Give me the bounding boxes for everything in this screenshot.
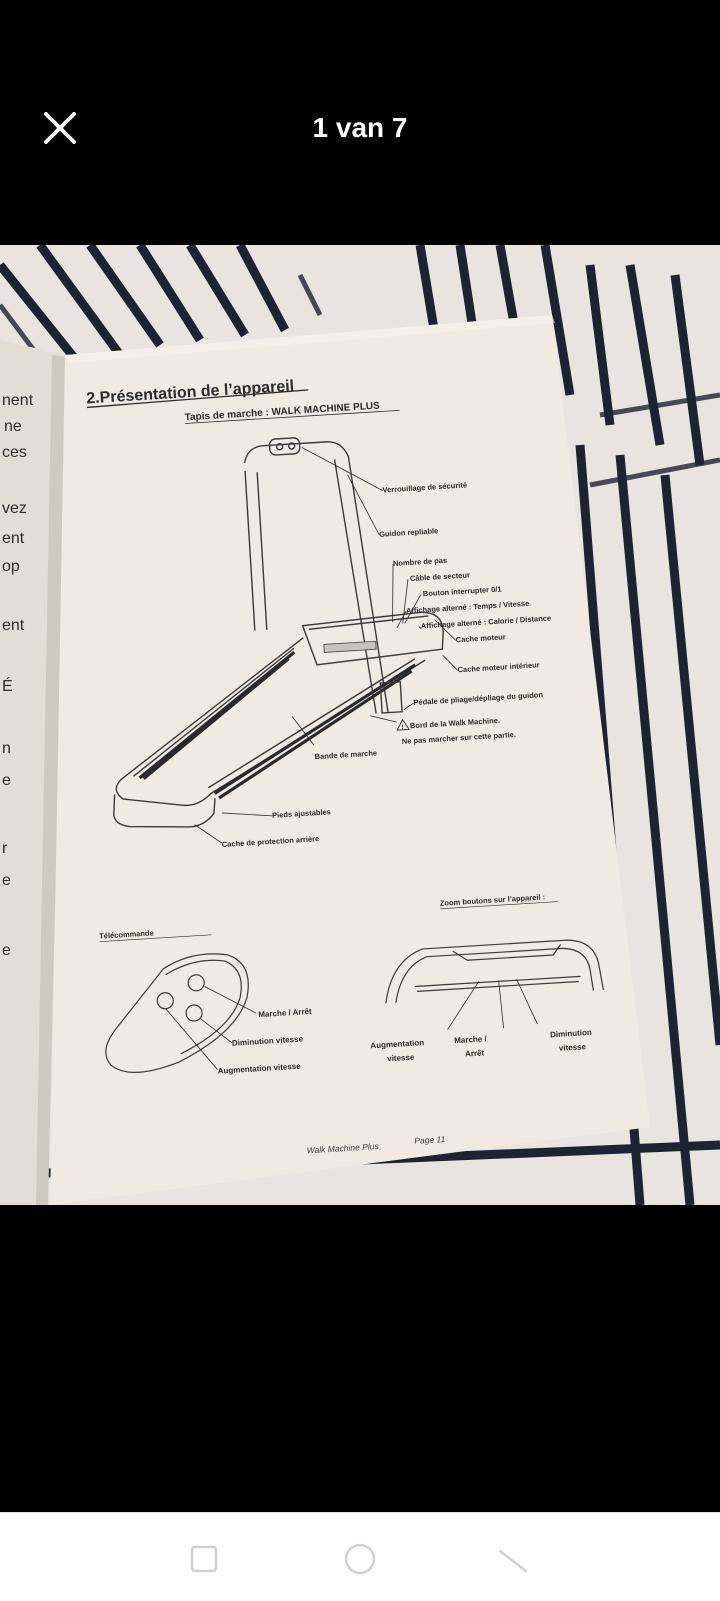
callout-foldable-handlebar: Guidon repliable [379, 526, 439, 539]
callout-motor-cover: Cache moteur [456, 632, 507, 644]
home-button[interactable] [342, 1541, 378, 1577]
photo-image[interactable]: nent ne ces vez ent op ent É n e r e e 2… [0, 245, 720, 1205]
recents-button[interactable] [186, 1541, 222, 1577]
left-page-fragment: r [2, 840, 8, 857]
left-page-fragment: vez [2, 500, 27, 517]
callout-adjustable-feet: Pieds ajustables [272, 807, 331, 820]
image-counter: 1 van 7 [312, 112, 408, 143]
zoom-speed-down-line2: vitesse [559, 1042, 587, 1053]
left-page-fragment: e [2, 772, 11, 789]
treadmill-illustration [113, 437, 444, 828]
remote-title: Télécommande [99, 928, 154, 940]
zoom-speed-down-line1: Diminution [550, 1028, 592, 1040]
warning-icon: ! [396, 718, 410, 731]
footer-page: Page 11 [414, 1134, 446, 1146]
zoom-speed-up-line2: vitesse [387, 1053, 415, 1064]
close-icon [44, 112, 76, 144]
left-page-fragment: ne [4, 418, 22, 435]
zoom-section: Zoom boutons sur l’appareil : Augmentati… [370, 892, 605, 1064]
callout-power-cable: Câble de secteur [410, 570, 471, 583]
left-page-fragment: É [2, 676, 13, 695]
left-page: nent ne ces vez ent op ent É n e r e e [0, 340, 68, 1205]
left-page-fragment: ces [2, 444, 27, 461]
zoom-start-stop-line1: Marche / [454, 1034, 488, 1045]
left-page-fragment: ent [2, 617, 25, 634]
callout-step-count: Nombre de pas [393, 556, 448, 568]
console-illustration [385, 939, 605, 1004]
zoom-start-stop-line2: Arrêt [465, 1048, 485, 1058]
close-button[interactable] [40, 108, 80, 148]
left-page-fragment: e [2, 872, 11, 889]
left-page-fragment: n [2, 740, 11, 757]
home-icon [344, 1543, 376, 1575]
left-page-fragment: ent [2, 530, 25, 547]
left-page-fragment: op [2, 558, 20, 575]
system-navigation-bar [0, 1512, 720, 1601]
manual-page [50, 315, 650, 1205]
remote-speed-down: Diminution vitesse [232, 1034, 304, 1047]
zoom-speed-up-line1: Augmentation [370, 1038, 424, 1050]
left-page-fragment: nent [2, 392, 34, 409]
left-page-fragment: e [2, 942, 11, 959]
back-icon [498, 1549, 528, 1573]
callout-walking-belt: Bande de marche [314, 748, 377, 761]
recents-icon [190, 1545, 218, 1573]
callout-lines [194, 447, 458, 844]
viewer-top-bar: 1 van 7 [0, 0, 720, 245]
svg-text:!: ! [401, 725, 403, 731]
back-button[interactable] [496, 1541, 532, 1577]
remote-start-stop: Marche / Arrêt [258, 1007, 312, 1019]
footer-name: Walk Machine Plus [306, 1141, 379, 1155]
